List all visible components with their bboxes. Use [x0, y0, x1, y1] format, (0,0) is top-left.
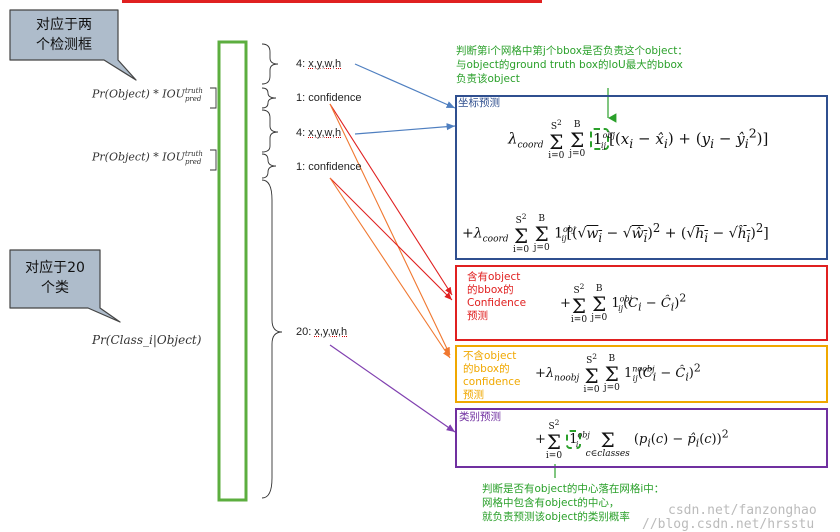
output-vector-bar: [219, 42, 246, 500]
top-note-line1: 判断第i个网格中第j个bbox是否负责这个object：: [456, 44, 688, 58]
segment-label-3: 4: x,y,w,h: [296, 127, 341, 139]
bottom-note-line1: 判断是否有object的中心落在网格i中：: [482, 482, 664, 496]
coord-eq-1: λcoord S2Σi=0 BΣj=0 1objij[(xi − x̂i) + …: [508, 118, 768, 161]
braces: [262, 44, 282, 498]
top-note-line3: 负责该object: [456, 72, 688, 86]
segment-label-2: 1: confidence: [296, 92, 361, 104]
segment-label-5: 20: x,y,w,h: [296, 326, 347, 338]
obj-box-title: 含有object 的bbox的 Confidence 预测: [467, 271, 526, 323]
top-green-note: 判断第i个网格中第j个bbox是否负责这个object： 与object的gro…: [456, 44, 688, 86]
top-note-line2: 与object的ground truth box的IoU最大的bbox: [456, 58, 688, 72]
obj-eq: +S2Σi=0 BΣj=0 1objij(Ci − Ĉi)2: [560, 282, 686, 325]
bottom-note-line2: 网格中包含有object的中心，: [482, 496, 664, 510]
noobj-box-title: 不含object 的bbox的 confidence 预测: [463, 350, 520, 402]
watermark-line2: //blog.csdn.net/hrsstu: [642, 517, 814, 532]
coord-box-title: 坐标预测: [458, 97, 500, 110]
bottom-note-line3: 就负责预测该object的类别概率: [482, 510, 664, 524]
class-eq: +S2Σi=0 1obji Σc∈classes (pi(c) − p̂i(c)…: [535, 418, 729, 461]
noobj-eq: +λnoobj S2Σi=0 BΣj=0 1noobjij(Ci − Ĉi)2: [535, 352, 701, 395]
coord-eq-2: +λcoord S2Σi=0 BΣj=0 1objij[(√wi − √ŵi)2…: [462, 212, 769, 255]
left-brackets: [210, 88, 216, 170]
bottom-green-note: 判断是否有object的中心落在网格i中： 网格中包含有object的中心， 就…: [482, 482, 664, 524]
segment-label-4: 1: confidence: [296, 161, 361, 173]
class-box-title: 类别预测: [459, 411, 501, 424]
segment-label-1: 4: x,y,w,h: [296, 58, 341, 70]
watermark-line1: csdn.net/fanzonghao: [668, 503, 817, 518]
